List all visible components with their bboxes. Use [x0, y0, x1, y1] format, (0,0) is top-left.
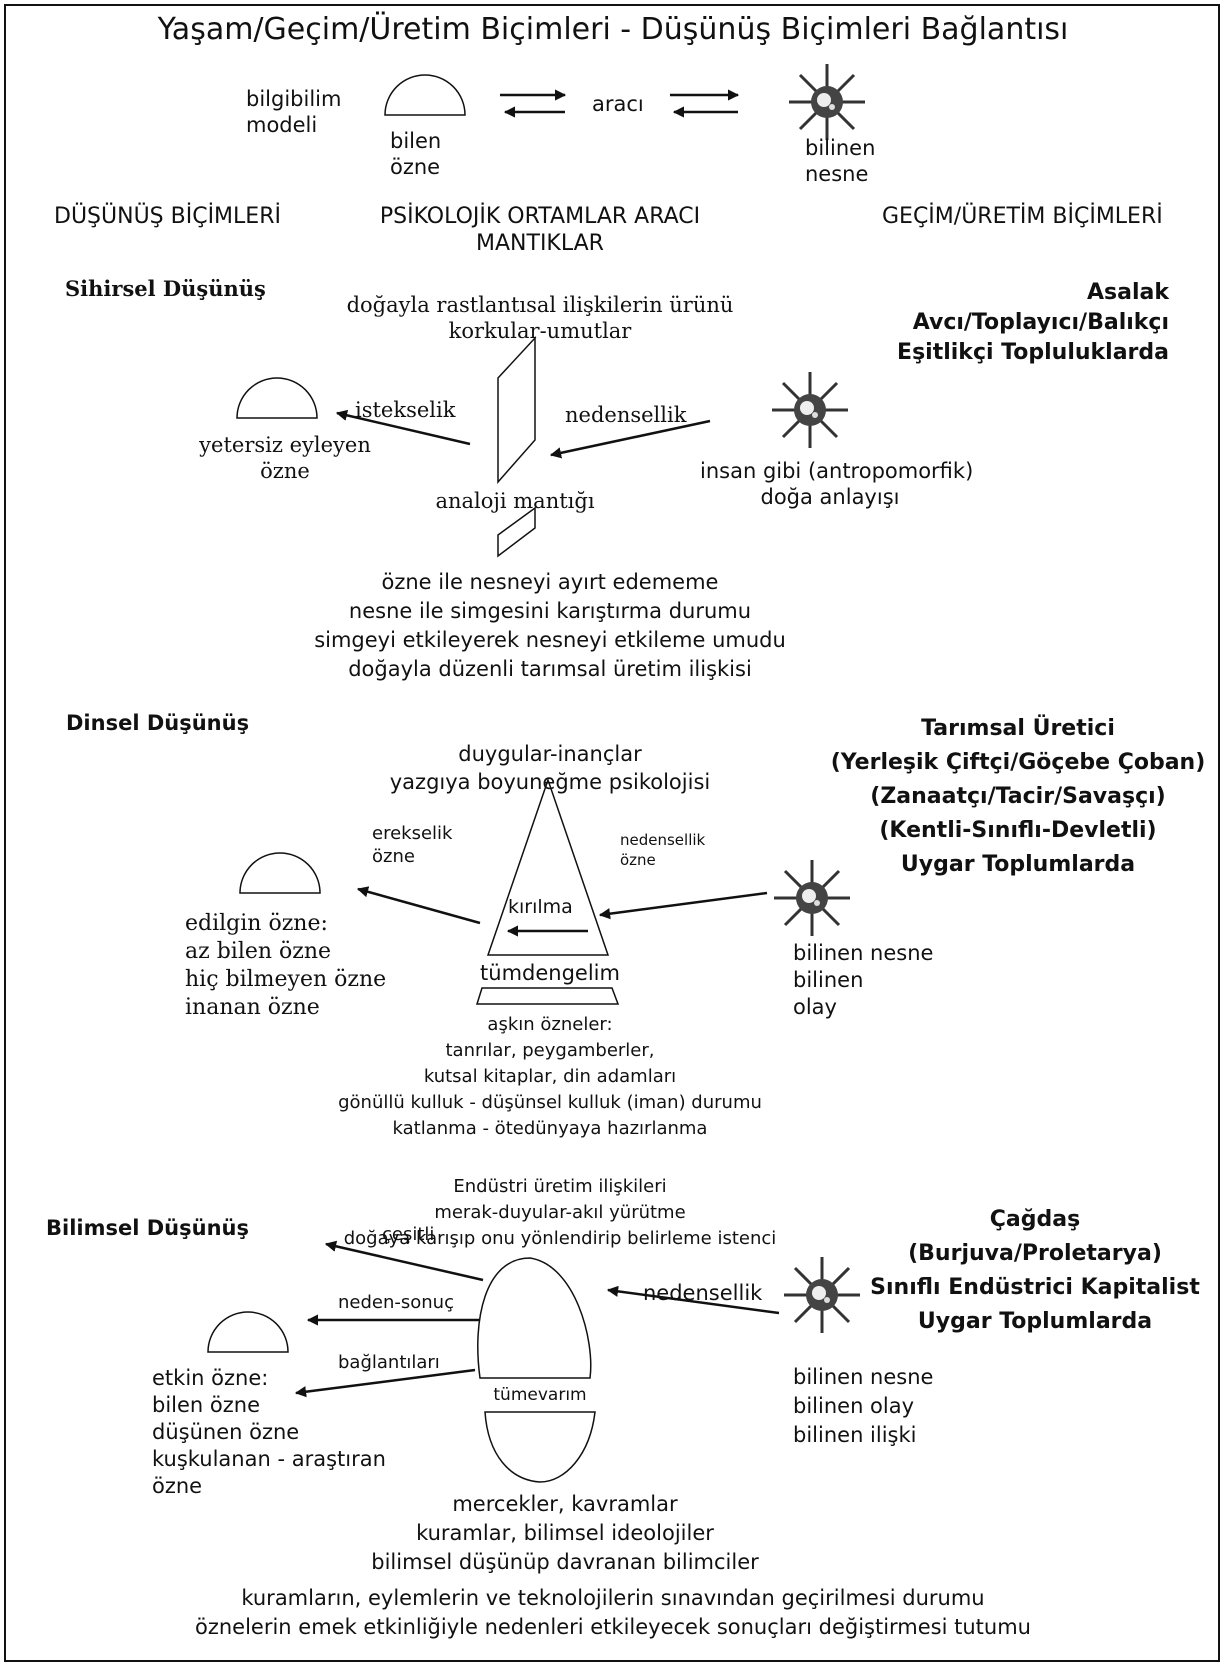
model-mediator-label: aracı [592, 92, 644, 116]
diagram-frame [4, 4, 1220, 1662]
religious-subject-dome-icon [239, 852, 321, 894]
scientific-logic-label: tümevarım [493, 1385, 587, 1405]
religious-logic-label: tümdengelim [480, 961, 620, 985]
magical-left-arrow-label: istekselik [355, 398, 456, 422]
column-header-production: GEÇİM/ÜRETİM BİÇİMLERİ [882, 204, 1163, 229]
scientific-arrow-label-bottom: bağlantıları [338, 1352, 440, 1373]
scientific-egg-lower-shape [484, 1411, 596, 1483]
scientific-arrow-top [324, 1240, 484, 1282]
scientific-heading: Bilimsel Düşünüş [46, 1216, 249, 1240]
religious-notes: aşkın özneler:tanrılar, peygamberler,kut… [338, 1014, 762, 1139]
object-sun-icon [787, 62, 867, 142]
religious-triangle-shape [486, 777, 610, 956]
scientific-right-arrow-label: nedensellik [643, 1281, 763, 1305]
magical-object-label: insan gibi (antropomorfik)doğa anlayışı [700, 459, 974, 509]
subject-dome-icon [384, 74, 466, 116]
religious-heading: Dinsel Düşünüş [66, 711, 250, 735]
magical-logic-label: analoji mantığı [435, 489, 595, 513]
religious-arrow-left [356, 886, 481, 925]
magical-right-arrow-label: nedensellik [565, 403, 687, 427]
scientific-arrow-right [606, 1285, 780, 1315]
scientific-arrow-label-middle: neden-sonuç [338, 1292, 454, 1313]
religious-refraction-label: kırılma [508, 896, 573, 918]
religious-arrow-right [598, 891, 768, 920]
scientific-society: Çağdaş(Burjuva/Proletarya)Sınıflı Endüst… [870, 1207, 1200, 1334]
magical-heading: Sihirsel Düşünüş [65, 276, 266, 301]
scientific-egg-upper-shape [477, 1257, 592, 1379]
scientific-object-sun-icon [782, 1255, 862, 1335]
magical-object-sun-icon [770, 370, 850, 450]
magical-arrow-left [335, 409, 471, 446]
religious-base-shape [475, 987, 620, 1005]
scientific-subject-dome-icon [207, 1311, 289, 1353]
magical-lens-shape [497, 336, 536, 484]
column-header-thinking: DÜŞÜNÜŞ BİÇİMLERİ [54, 204, 281, 229]
footer-notes: kuramların, eylemlerin ve teknolojilerin… [194, 1586, 1031, 1639]
religious-society: Tarımsal Üretici(Yerleşik Çiftçi/Göçebe … [830, 716, 1206, 877]
diagram-title: Yaşam/Geçim/Üretim Biçimleri - Düşünüş B… [157, 12, 1069, 47]
magical-lens-small-shape [497, 506, 536, 558]
scientific-arrow-label-top: çeşitli [382, 1224, 435, 1245]
scientific-arrow-bottom [294, 1368, 476, 1398]
magical-arrow-right [549, 419, 711, 459]
magical-subject-dome-icon [236, 377, 318, 419]
